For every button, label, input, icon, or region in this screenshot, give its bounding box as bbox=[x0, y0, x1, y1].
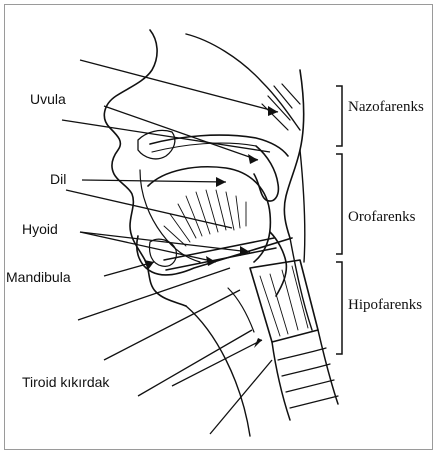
leader-dil-2 bbox=[66, 190, 232, 228]
leader-lower-3 bbox=[138, 330, 252, 396]
bracket-orofarenks bbox=[336, 154, 342, 254]
label-hipofarenks: Hipofarenks bbox=[348, 298, 422, 313]
soft-palate bbox=[254, 146, 278, 201]
label-dil: Dil bbox=[50, 172, 66, 186]
label-nazofarenks: Nazofarenks bbox=[348, 100, 424, 115]
label-uvula: Uvula bbox=[30, 92, 66, 106]
trachea bbox=[272, 330, 338, 420]
leader-tiroid bbox=[172, 340, 262, 386]
leader-lower-1 bbox=[78, 268, 230, 320]
hard-palate bbox=[150, 135, 288, 156]
leader-hyoid bbox=[80, 232, 250, 252]
leader-uvula bbox=[104, 106, 258, 160]
nose-outline bbox=[186, 34, 300, 130]
larynx bbox=[250, 260, 318, 342]
bracket-nazofarenks bbox=[336, 86, 342, 146]
label-hyoid: Hyoid bbox=[22, 222, 58, 236]
label-tiroid: Tiroid kıkırdak bbox=[22, 375, 109, 389]
label-mandibula: Mandibula bbox=[6, 270, 71, 284]
posterior-wall bbox=[290, 150, 312, 330]
leader-lower-5 bbox=[210, 360, 272, 434]
bracket-hipofarenks bbox=[336, 262, 342, 354]
label-orofarenks: Orofarenks bbox=[348, 210, 415, 225]
